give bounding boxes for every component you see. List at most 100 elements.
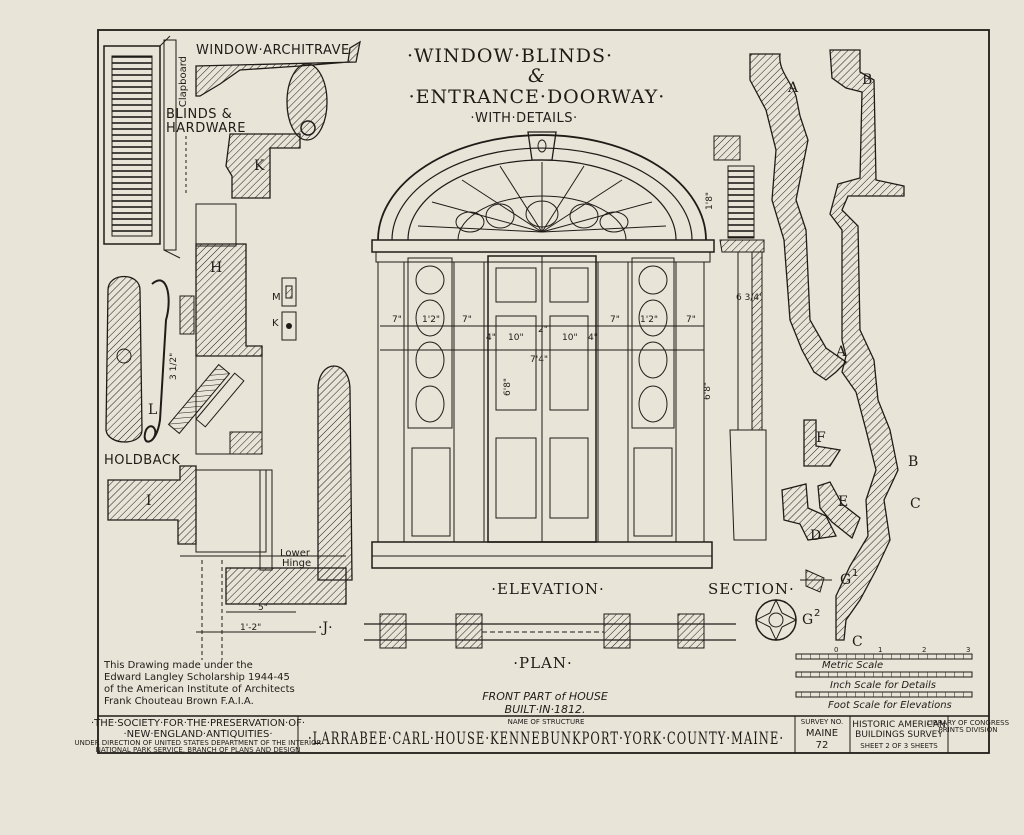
- profile-b2-letter: B: [908, 454, 918, 470]
- g2-letter: G: [802, 612, 813, 628]
- title-line-3: ·ENTRANCE·DOORWAY·: [409, 86, 666, 108]
- rosette-details: G 1 G 2: [754, 568, 858, 642]
- detail-i-letter: I: [146, 493, 152, 509]
- credit-line-2: Edward Langley Scholarship 1944-45: [104, 672, 290, 683]
- detail-l-letter: L: [148, 402, 157, 418]
- g1-letter: G: [840, 572, 851, 588]
- profile-a-letter: A: [787, 80, 799, 96]
- profile-c2-letter: C: [852, 634, 863, 650]
- door-section: 6 3/4": [713, 135, 767, 541]
- sheet-border: [97, 29, 990, 754]
- dim-5: 5": [258, 603, 268, 613]
- scale-bars: Metric Scale 0 1 2 3 Inch Scale for Deta…: [795, 646, 973, 711]
- doorway-elevation: [371, 131, 715, 569]
- dim-68: 6'8": [503, 378, 513, 396]
- society-line-1: ·THE·SOCIETY·FOR·THE·PRESERVATION·OF·: [91, 718, 305, 729]
- front-part-note: FRONT PART of HOUSE: [482, 690, 608, 703]
- lower-hinge-label-1: Lower: [280, 548, 311, 559]
- sheet-number: SHEET 2 OF 3 SHEETS: [860, 742, 938, 750]
- habs-line-2: BUILDINGS SURVEY: [855, 730, 943, 740]
- foot-scale-label: Foot Scale for Elevations: [828, 700, 952, 711]
- blind-elevation: Clapboard: [103, 35, 189, 259]
- survey-no-caption: SURVEY NO.: [801, 718, 843, 726]
- detail-h-letter: H: [210, 260, 222, 276]
- window-architrave-label: WINDOW·ARCHITRAVE: [196, 43, 350, 58]
- holdback-detail: L HOLDBACK 3 1/2": [104, 276, 180, 468]
- dim-312: 3 1/2": [169, 353, 179, 380]
- dim-12b: 1'2": [640, 315, 658, 325]
- survey-state: MAINE: [806, 728, 838, 739]
- habs-line-1: HISTORIC AMERICAN: [852, 720, 945, 730]
- window-architrave-detail: WINDOW·ARCHITRAVE BLINDS & HARDWARE K: [166, 40, 361, 199]
- lower-hinge-label-2: Hinge: [282, 558, 311, 569]
- dim-2a: 2": [538, 325, 548, 335]
- detail-j-letter: ·J·: [318, 620, 333, 636]
- profile-e-letter: E: [838, 494, 848, 510]
- g2-sub: 2: [814, 608, 820, 619]
- structure-name-caption: NAME OF STRUCTURE: [508, 718, 585, 726]
- profile-c-letter: C: [910, 496, 921, 512]
- dim-18: 1'8": [705, 192, 715, 210]
- detail-k-letter: K: [254, 158, 265, 174]
- dim-7d: 7": [686, 315, 696, 325]
- society-line-2: ·NEW·ENGLAND·ANTIQUITIES·: [123, 729, 272, 740]
- metric-tick-1: 1: [878, 646, 882, 654]
- sheet-title: ·WINDOW·BLINDS· & ·ENTRANCE·DOORWAY· ·WI…: [407, 45, 666, 126]
- detail-h: H: [167, 203, 263, 455]
- inch-scale-label: Inch Scale for Details: [830, 680, 936, 691]
- structure-name: ·LARRABEE·CARL·HOUSE·KENNEBUNKPORT·YORK·…: [308, 729, 784, 749]
- credit-line-4: Frank Chouteau Brown F.A.I.A.: [104, 696, 254, 707]
- hinge-details-mk: M K: [272, 277, 297, 341]
- dim-7c: 7": [610, 315, 620, 325]
- g1-sub: 1: [852, 568, 858, 579]
- dim-10a: 10": [508, 333, 524, 343]
- blinds-hardware-label-1: BLINDS &: [166, 107, 232, 122]
- moulding-profiles: [749, 49, 905, 641]
- metric-tick-0: 0: [834, 646, 838, 654]
- dim-12a: 1'2": [422, 315, 440, 325]
- profile-a2-letter: A: [835, 344, 847, 360]
- dim-74: 7'4": [530, 355, 548, 365]
- dim-112: 1'-2": [240, 623, 261, 633]
- library-line-1: LIBRARY OF CONGRESS: [927, 719, 1010, 727]
- dim-10b: 10": [562, 333, 578, 343]
- profile-b-letter: B: [862, 72, 872, 88]
- detail-k2-letter: K: [272, 318, 279, 329]
- door-plan: [364, 613, 736, 649]
- metric-tick-3: 3: [966, 646, 970, 654]
- dim-6v: 6'8": [703, 382, 713, 400]
- credit-line-1: This Drawing made under the: [103, 660, 253, 671]
- profile-f-letter: F: [816, 430, 826, 446]
- strap-hinge-detail: Lower Hinge 5" 1'-2" ·J·: [196, 365, 353, 660]
- metric-tick-2: 2: [922, 646, 926, 654]
- plan-label: ·PLAN·: [513, 654, 573, 672]
- detail-i: I: [107, 465, 346, 571]
- library-line-2: PRINTS DIVISION: [939, 726, 998, 734]
- clapboard-label: Clapboard: [178, 56, 189, 107]
- section-label: SECTION·: [708, 580, 795, 598]
- society-line-4: NATIONAL PARK SERVICE, BRANCH OF PLANS A…: [96, 746, 301, 754]
- credit-line-3: of the American Institute of Architects: [104, 684, 295, 695]
- society-line-3: UNDER DIRECTION OF UNITED STATES DEPARTM…: [75, 739, 322, 747]
- dim-7b: 7": [462, 315, 472, 325]
- moulding-letters: A B A F E D B C C: [787, 72, 921, 650]
- title-line-2: &: [528, 65, 546, 87]
- door-dimensions: 7" 1'2" 7" 4" 10" 2" 10" 4" 7" 1'2" 7" 7…: [380, 192, 715, 400]
- title-line-1: ·WINDOW·BLINDS·: [407, 45, 613, 67]
- metric-scale-label: Metric Scale: [822, 660, 883, 671]
- title-line-4: ·WITH·DETAILS·: [470, 111, 577, 126]
- elevation-label: ·ELEVATION·: [491, 580, 605, 598]
- detail-m-letter: M: [272, 292, 281, 303]
- dim-634: 6 3/4": [736, 293, 763, 303]
- title-block: ·THE·SOCIETY·FOR·THE·PRESERVATION·OF· ·N…: [75, 716, 1010, 754]
- dim-4a: 4": [486, 333, 496, 343]
- holdback-label: HOLDBACK: [104, 453, 180, 468]
- survey-number: 72: [816, 740, 829, 751]
- blinds-hardware-label-2: HARDWARE: [166, 121, 246, 136]
- dim-7a: 7": [392, 315, 402, 325]
- dim-4b: 4": [588, 333, 598, 343]
- built-note: BUILT·IN·1812.: [505, 703, 586, 716]
- credit-note: This Drawing made under the Edward Langl…: [103, 660, 295, 707]
- profile-d-letter: D: [810, 528, 821, 544]
